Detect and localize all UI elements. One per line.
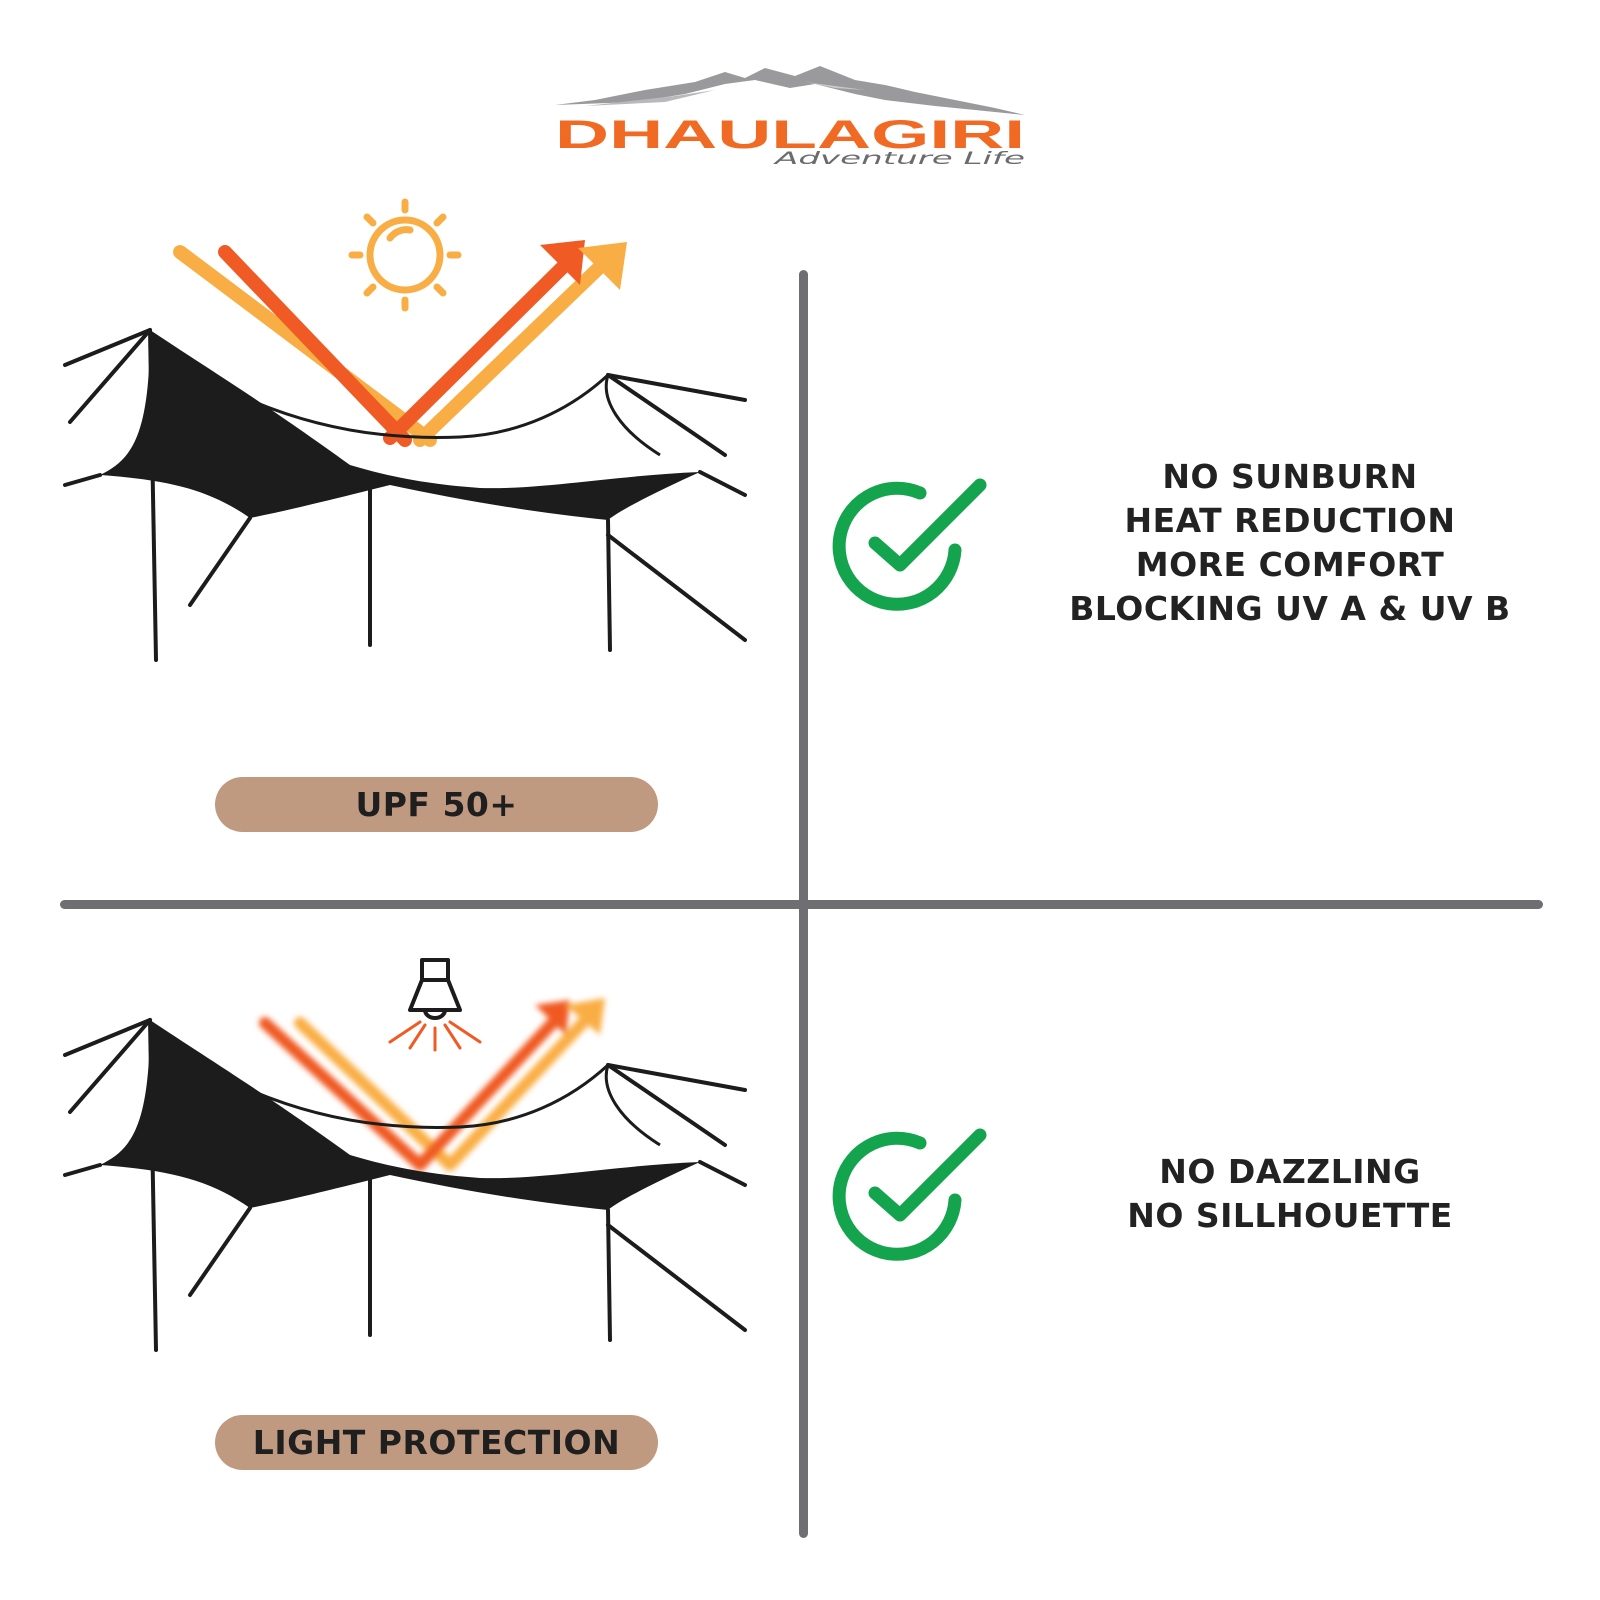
check-circle-icon (830, 1115, 990, 1275)
light-protection-label-pill: LIGHT PROTECTION (215, 1415, 658, 1470)
feature-item: NO DAZZLING (1159, 1152, 1421, 1191)
lamp-icon (388, 958, 482, 1052)
blurred-light-rays (259, 998, 605, 1171)
feature-item: HEAT REDUCTION (1124, 501, 1456, 540)
upf-feature-list: NO SUNBURN HEAT REDUCTION MORE COMFORT B… (1030, 455, 1550, 631)
shade-sail-sun-illustration (60, 190, 780, 710)
feature-item: NO SILLHOUETTE (1127, 1196, 1453, 1235)
reflected-sun-rays (173, 240, 627, 447)
logo-name: DHAULAGIRI (555, 113, 1025, 157)
sun-icon (348, 198, 462, 312)
mountain-range-icon (555, 66, 1025, 115)
feature-item: BLOCKING UV A & UV B (1069, 589, 1511, 628)
check-circle-icon (830, 465, 990, 625)
poles-and-guy-lines (63, 1018, 747, 1352)
light-protection-feature-list: NO DAZZLING NO SILLHOUETTE (1030, 1150, 1550, 1238)
horizontal-divider (60, 900, 1543, 909)
upf-label: UPF 50+ (355, 785, 518, 824)
shade-sail-lamp-illustration (60, 880, 780, 1400)
shade-sail (100, 1020, 700, 1210)
poles-and-guy-lines (63, 328, 747, 662)
logo-tagline: Adventure Life (773, 149, 1025, 169)
upf-label-pill: UPF 50+ (215, 777, 658, 832)
feature-item: MORE COMFORT (1135, 545, 1445, 584)
shade-sail (100, 330, 700, 520)
feature-item: NO SUNBURN (1162, 457, 1418, 496)
light-protection-label: LIGHT PROTECTION (252, 1423, 621, 1462)
brand-logo: DHAULAGIRI Adventure Life (555, 60, 1035, 170)
